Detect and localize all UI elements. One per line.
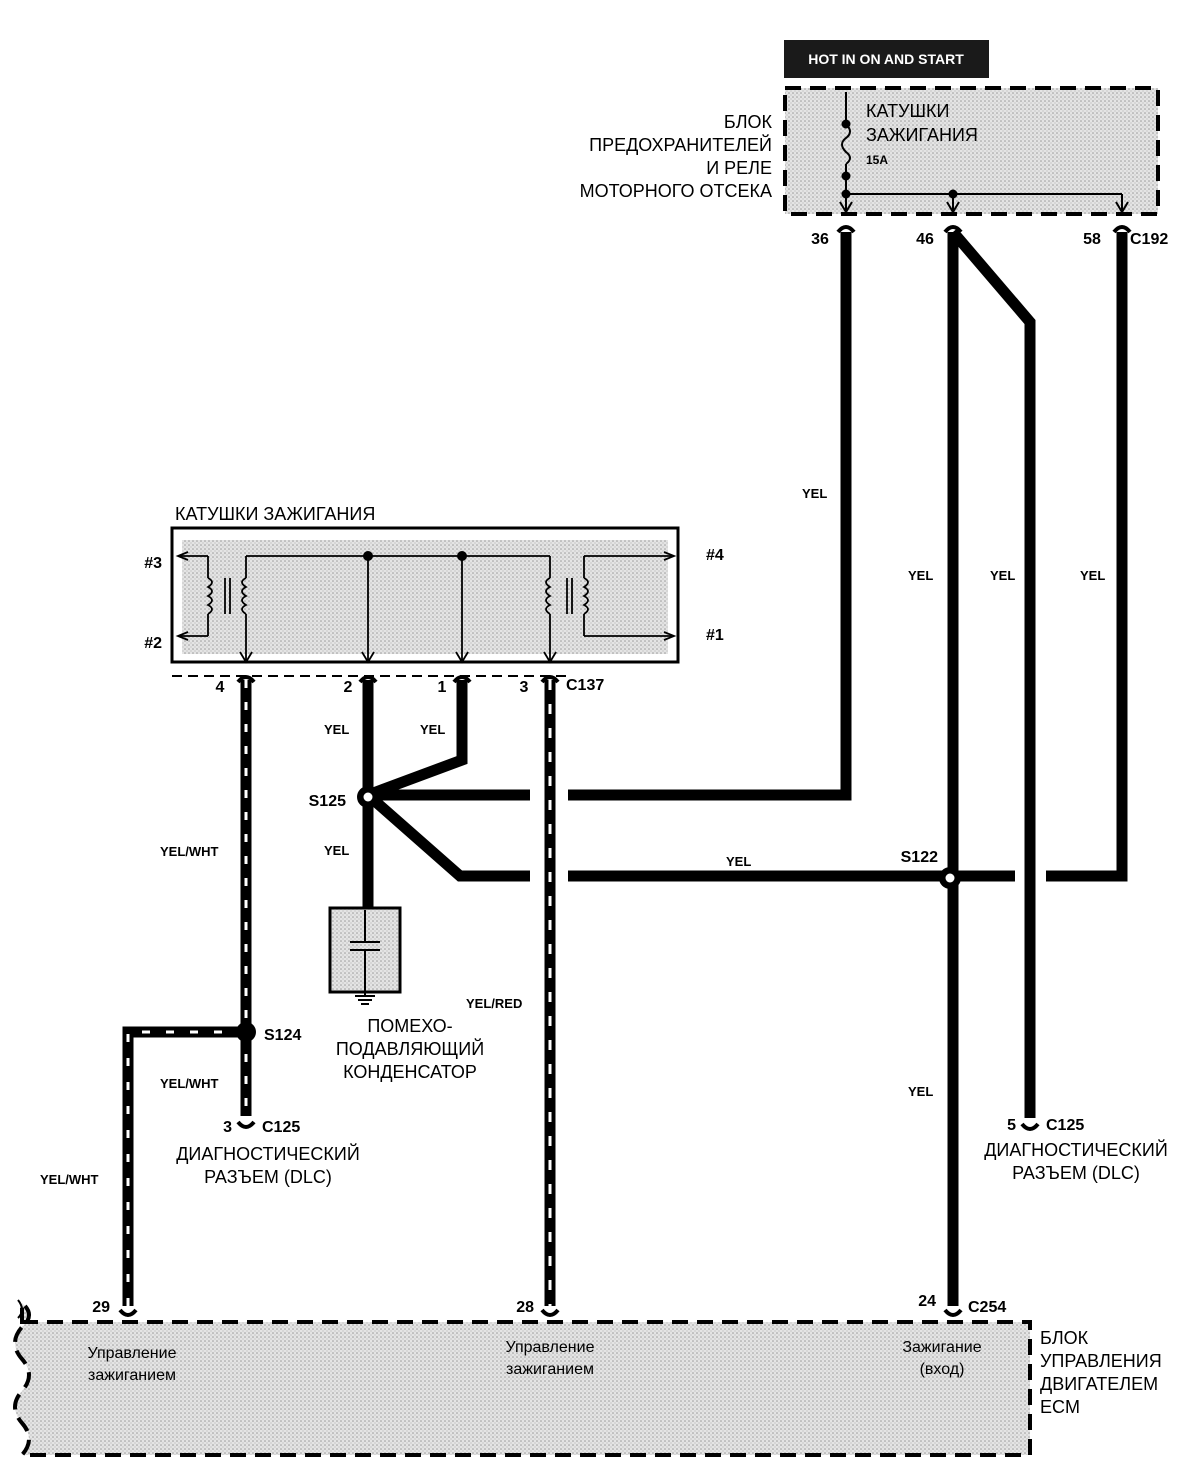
connector-c137: C137: [566, 677, 604, 694]
ecm-function-29-line-1: Управление: [88, 1345, 177, 1362]
splice-s125: S125: [309, 786, 379, 810]
ecm-name-line-2: УПРАВЛЕНИЯ: [1040, 1351, 1162, 1371]
coil-output-1: #1: [706, 627, 724, 644]
wire-label-yel-pin-1: YEL: [420, 722, 445, 737]
hot-in-on-and-start-badge: HOT IN ON AND START: [784, 40, 989, 78]
wire-46-to-dlc-5: [948, 228, 1036, 1118]
coil-output-2: #2: [144, 635, 162, 652]
wire-label-yel-wht-coil: YEL/WHT: [160, 844, 219, 859]
ecm-name-line-1: БЛОК: [1040, 1328, 1089, 1348]
wire-label-yel-ecm-24: YEL: [908, 1084, 933, 1099]
wire-label-yel-58: YEL: [1080, 568, 1105, 583]
ecm-name-line-4: ECM: [1040, 1397, 1080, 1417]
fuse-block-name-line-3: И РЕЛЕ: [706, 158, 772, 178]
c192-pins: [836, 225, 1132, 234]
ecm-function-24-line-1: Зажигание: [902, 1339, 981, 1356]
coil-output-4: #4: [706, 547, 724, 564]
wire-label-yel-pin-2: YEL: [324, 722, 349, 737]
wire-label-yel-red: YEL/RED: [466, 996, 522, 1011]
fuse-rating: 15A: [866, 153, 888, 167]
wire-label-yel-36: YEL: [802, 486, 827, 501]
pin-46: 46: [916, 231, 934, 248]
wire-coil-pin-1: [366, 680, 468, 801]
wire-label-yel-s122: YEL: [726, 854, 751, 869]
c137-pins: [236, 675, 560, 684]
connector-c192: C192: [1130, 231, 1168, 248]
wire-label-yel-46-branch: YEL: [990, 568, 1015, 583]
splice-s122: S122: [901, 849, 961, 889]
c137-pin-3: 3: [520, 679, 529, 696]
wire-label-yel-wht-ecm: YEL/WHT: [40, 1172, 99, 1187]
wire-label-yel-capacitor: YEL: [324, 843, 349, 858]
ecm-pin-29: 29: [92, 1299, 110, 1316]
fuse-relay-block: БЛОК ПРЕДОХРАНИТЕЛЕЙ И РЕЛЕ МОТОРНОГО ОТ…: [580, 86, 1160, 216]
wire-36-to-s125: [568, 232, 852, 801]
coil-pack-title: КАТУШКИ ЗАЖИГАНИЯ: [175, 504, 375, 524]
dlc-left-connector: C125: [262, 1119, 300, 1136]
s122-label: S122: [901, 849, 938, 866]
dlc-right-label-line-1: ДИАГНОСТИЧЕСКИЙ: [984, 1139, 1168, 1160]
fuse-block-name-line-2: ПРЕДОХРАНИТЕЛЕЙ: [589, 134, 772, 155]
badge-text: HOT IN ON AND START: [808, 51, 964, 67]
wire-label-yel-wht-dlc: YEL/WHT: [160, 1076, 219, 1091]
capacitor-label-line-1: ПОМЕХО-: [367, 1016, 452, 1036]
dlc-right-label-line-2: РАЗЪЕМ (DLC): [1012, 1163, 1140, 1183]
splice-s124: S124: [236, 1022, 301, 1044]
ecm-function-28-line-2: зажиганием: [506, 1361, 594, 1378]
ecm-function-24-line-2: (вход): [920, 1361, 965, 1378]
noise-suppression-capacitor: ПОМЕХО- ПОДАВЛЯЮЩИЙ КОНДЕНСАТОР: [328, 906, 484, 1082]
ecm-function-29-line-2: зажиганием: [88, 1367, 176, 1384]
c137-pin-4: 4: [216, 679, 225, 696]
ecm-name-line-3: ДВИГАТЕЛЕМ: [1040, 1374, 1158, 1394]
ecm-pin-28: 28: [516, 1299, 534, 1316]
s125-label: S125: [309, 793, 346, 810]
capacitor-label-line-3: КОНДЕНСАТОР: [343, 1062, 477, 1082]
wire-label-yel-46: YEL: [908, 568, 933, 583]
capacitor-label-line-2: ПОДАВЛЯЮЩИЙ: [336, 1038, 484, 1059]
ignition-coil-pack: КАТУШКИ ЗАЖИГАНИЯ: [144, 504, 724, 664]
fuse-name-line-2: ЗАЖИГАНИЯ: [866, 125, 978, 145]
c137-pin-1: 1: [438, 679, 447, 696]
striped-wires: [122, 680, 556, 1306]
dlc-right-connector: C125: [1046, 1117, 1084, 1134]
dlc-left-label-line-2: РАЗЪЕМ (DLC): [204, 1167, 332, 1187]
wire-58-to-s122: [1046, 232, 1128, 882]
wires: [362, 228, 1128, 1306]
dlc-left: 3 C125 ДИАГНОСТИЧЕСКИЙ РАЗЪЕМ (DLC): [176, 1119, 360, 1187]
dlc-right-pin: 5: [1007, 1117, 1016, 1134]
ecm-connector-c254: C254: [968, 1299, 1006, 1316]
engine-control-module: 29 28 24 C254 Управление зажиганием Упра…: [13, 1293, 1162, 1457]
fuse-block-name-line-4: МОТОРНОГО ОТСЕКА: [580, 181, 772, 201]
dlc-right: 5 C125 ДИАГНОСТИЧЕСКИЙ РАЗЪЕМ (DLC): [984, 1117, 1168, 1183]
dlc-left-label-line-1: ДИАГНОСТИЧЕСКИЙ: [176, 1143, 360, 1164]
c137-pin-2: 2: [344, 679, 353, 696]
pin-36: 36: [811, 231, 829, 248]
coil-output-3: #3: [144, 555, 162, 572]
wire-s125-to-s122: [364, 790, 530, 882]
s124-label: S124: [264, 1027, 301, 1044]
dlc-left-pin: 3: [223, 1119, 232, 1136]
ecm-pin-24: 24: [918, 1293, 936, 1310]
pin-58: 58: [1083, 231, 1101, 248]
ecm-function-28-line-1: Управление: [506, 1339, 595, 1356]
fuse-block-name-line-1: БЛОК: [724, 112, 773, 132]
fuse-name-line-1: КАТУШКИ: [866, 101, 949, 121]
